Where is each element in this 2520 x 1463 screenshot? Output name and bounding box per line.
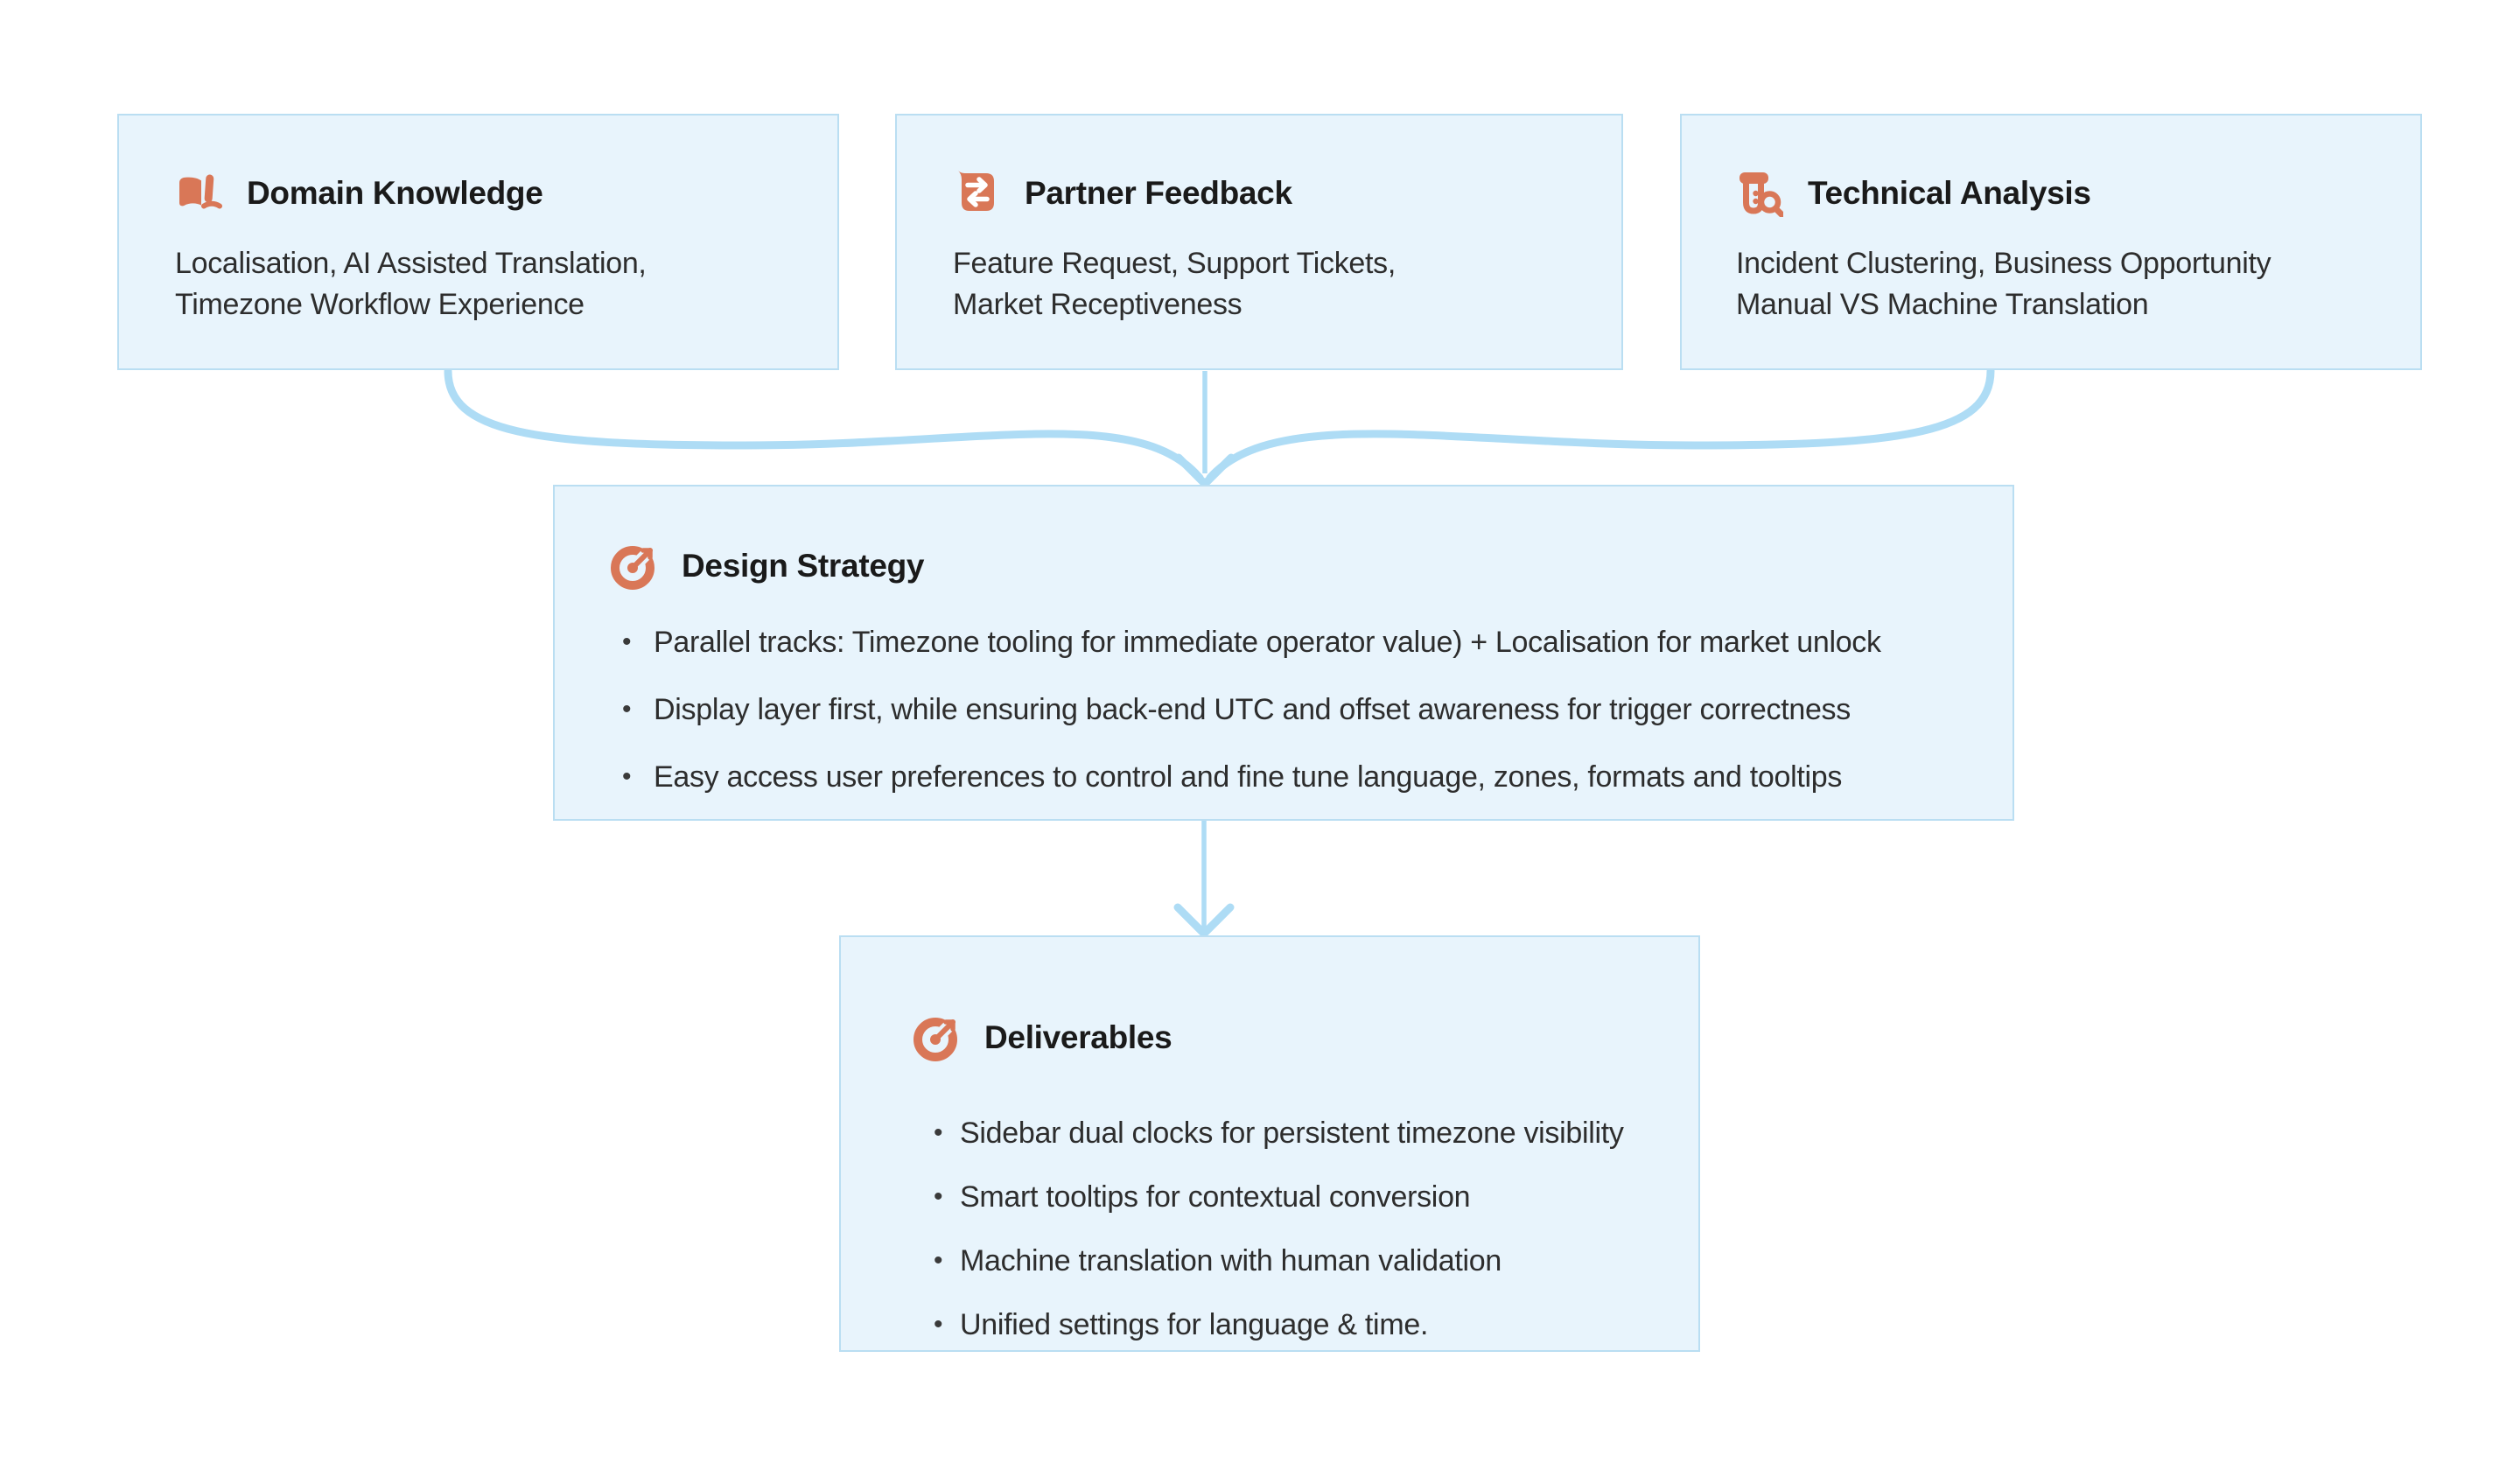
card-title: Deliverables bbox=[984, 1019, 1172, 1055]
bullet-marker: • bbox=[622, 762, 632, 791]
arrowhead-into-design bbox=[1174, 453, 1236, 488]
bullet-text: Smart tooltips for contextual conversion bbox=[960, 1180, 1471, 1214]
card-title: Technical Analysis bbox=[1808, 175, 2091, 211]
bullet-text: Easy access user preferences to control … bbox=[654, 760, 1843, 794]
card-header: Partner Feedback bbox=[953, 170, 1572, 217]
connector-domain-to-design bbox=[444, 367, 1204, 482]
card-title: Domain Knowledge bbox=[247, 175, 543, 211]
transfer-arrows-icon bbox=[958, 171, 994, 211]
body-line: Localisation, AI Assisted Translation, bbox=[175, 247, 647, 280]
bullet-marker: • bbox=[934, 1310, 943, 1339]
card-header: Deliverables bbox=[913, 1014, 1663, 1061]
list-item: • Sidebar dual clocks for persistent tim… bbox=[934, 1112, 1663, 1154]
bullet-marker: • bbox=[622, 695, 632, 724]
card-design-strategy: Design Strategy • Parallel tracks: Timez… bbox=[553, 485, 2014, 821]
card-deliverables: Deliverables • Sidebar dual clocks for p… bbox=[839, 935, 1700, 1352]
bullet-marker: • bbox=[622, 627, 632, 656]
body-line: Incident Clustering, Business Opportunit… bbox=[1736, 247, 2272, 280]
bullet-text: Sidebar dual clocks for persistent timez… bbox=[960, 1116, 1624, 1150]
body-line: Market Receptiveness bbox=[953, 288, 1242, 321]
list-item: • Display layer first, while ensuring ba… bbox=[622, 689, 1978, 731]
card-partner-feedback: Partner Feedback Feature Request, Suppor… bbox=[895, 114, 1623, 370]
card-domain-knowledge: Domain Knowledge Localisation, AI Assist… bbox=[117, 114, 839, 370]
target-icon bbox=[611, 542, 657, 590]
card-body: Incident Clustering, Business Opportunit… bbox=[1736, 243, 2376, 326]
card-body: Localisation, AI Assisted Translation, T… bbox=[175, 243, 788, 326]
bullet-list: • Parallel tracks: Timezone tooling for … bbox=[610, 621, 1978, 798]
list-item: • Smart tooltips for contextual conversi… bbox=[934, 1176, 1663, 1218]
card-title: Partner Feedback bbox=[1025, 175, 1292, 211]
body-line: Timezone Workflow Experience bbox=[175, 288, 584, 321]
card-body: Feature Request, Support Tickets, Market… bbox=[953, 243, 1572, 326]
body-line: Manual VS Machine Translation bbox=[1736, 288, 2149, 321]
bullet-text: Machine translation with human validatio… bbox=[960, 1244, 1502, 1278]
bullet-marker: • bbox=[934, 1182, 943, 1211]
bullet-text: Unified settings for language & time. bbox=[960, 1308, 1429, 1341]
card-technical-analysis: Technical Analysis Incident Clustering, … bbox=[1680, 114, 2422, 370]
target-icon bbox=[914, 1014, 960, 1061]
bullet-text: Parallel tracks: Timezone tooling for im… bbox=[654, 626, 1881, 659]
card-header: Design Strategy bbox=[610, 542, 1978, 590]
connector-technical-to-design bbox=[1206, 367, 1995, 482]
test-tube-search-icon bbox=[1740, 172, 1783, 217]
arrowhead-into-deliverables bbox=[1173, 903, 1235, 938]
list-item: • Machine translation with human validat… bbox=[934, 1240, 1663, 1282]
list-item: • Unified settings for language & time. bbox=[934, 1304, 1663, 1346]
card-header: Domain Knowledge bbox=[175, 170, 788, 217]
body-line: Feature Request, Support Tickets, bbox=[953, 247, 1396, 280]
bullet-list: • Sidebar dual clocks for persistent tim… bbox=[913, 1112, 1663, 1346]
list-item: • Parallel tracks: Timezone tooling for … bbox=[622, 621, 1978, 663]
bullet-marker: • bbox=[934, 1118, 943, 1147]
card-header: Technical Analysis bbox=[1736, 170, 2376, 217]
open-book-icon bbox=[179, 174, 222, 209]
list-item: • Easy access user preferences to contro… bbox=[622, 756, 1978, 798]
card-title: Design Strategy bbox=[682, 548, 925, 584]
bullet-marker: • bbox=[934, 1246, 943, 1275]
bullet-text: Display layer first, while ensuring back… bbox=[654, 693, 1851, 726]
